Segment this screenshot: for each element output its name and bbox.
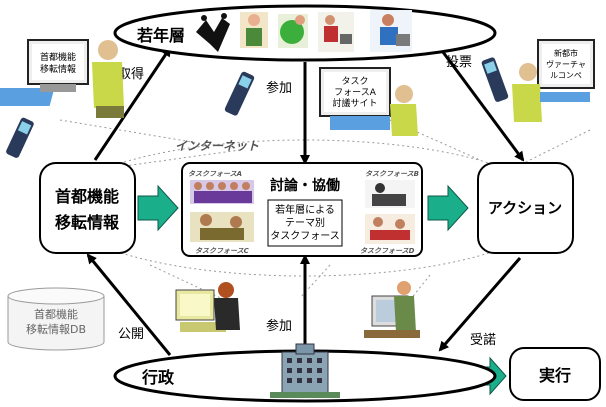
database-icon [7,287,105,351]
computer-user-right-icon [512,39,595,122]
task-a-label: タスクフォースA [188,170,242,178]
exec-node [509,347,601,401]
discussion-sub-3: タスクフォース [270,230,340,242]
capital-info-label-2: 移転情報 [55,213,120,232]
edge-participate-top: 参加 [266,80,292,96]
action-label: アクション [488,199,562,217]
task-b-label: タスクフォースB [365,170,419,178]
capital-info-node [39,162,136,254]
youth-label: 若年層 [136,26,185,45]
mobile-phone-right-icon [481,57,509,102]
screen-mid-2: フォースA [334,88,377,98]
arrow-publish [86,253,172,356]
edge-acquire: 取得 [118,66,144,82]
youth-silhouette-icon [196,13,230,52]
screen-right-2: ヴァーチャ [546,59,586,69]
mobile-phone-left-icon [6,117,34,158]
discussion-sub-1: 若年層による [275,203,335,216]
arrow-acquire [93,46,172,161]
youth-people-icons [240,10,412,52]
screen-mid-1: タスク [341,76,368,87]
green-arrow-left [137,184,179,232]
screen-left-2: 移転情報 [40,63,76,75]
db-label-2: 移転情報DB [26,323,86,336]
capital-info-label-1: 首都機能 [55,187,119,206]
screen-right-3: ルコンペ [550,71,582,80]
building-icon [270,343,340,398]
edge-participate-bottom: 参加 [266,318,292,334]
computer-user-bottom-left-icon [175,282,240,332]
arrow-vote [438,47,525,162]
edge-vote: 投票 [446,54,472,70]
green-arrow-right [427,184,469,232]
exec-label: 実行 [539,366,571,385]
computer-user-bottom-right-icon [364,281,420,338]
gov-label: 行政 [141,368,175,387]
discussion-sub-2: テーマ別 [285,217,325,229]
computer-user-middle-icon [319,67,418,136]
action-node [477,162,574,254]
task-d-label: タスクフォースD [360,247,415,255]
screen-mid-3: 討議サイト [332,97,377,109]
internet-label: インターネット [175,139,259,153]
screen-left-1: 首都機能 [40,51,76,63]
computer-user-left-icon [0,39,124,118]
edge-accept: 受諾 [470,332,496,348]
db-label-1: 首都機能 [34,307,78,321]
arrow-accept [438,257,522,352]
edge-publish: 公開 [118,327,144,342]
task-c-label: タスクフォースC [195,247,250,255]
screen-right-1: 新都市 [554,48,578,58]
discussion-sub-frame [267,199,343,247]
flow-arrows [86,46,525,356]
discussion-title: 討論・協働 [270,177,340,194]
taskforce-people-icons [190,180,415,244]
mobile-phone-top-icon [224,71,255,116]
